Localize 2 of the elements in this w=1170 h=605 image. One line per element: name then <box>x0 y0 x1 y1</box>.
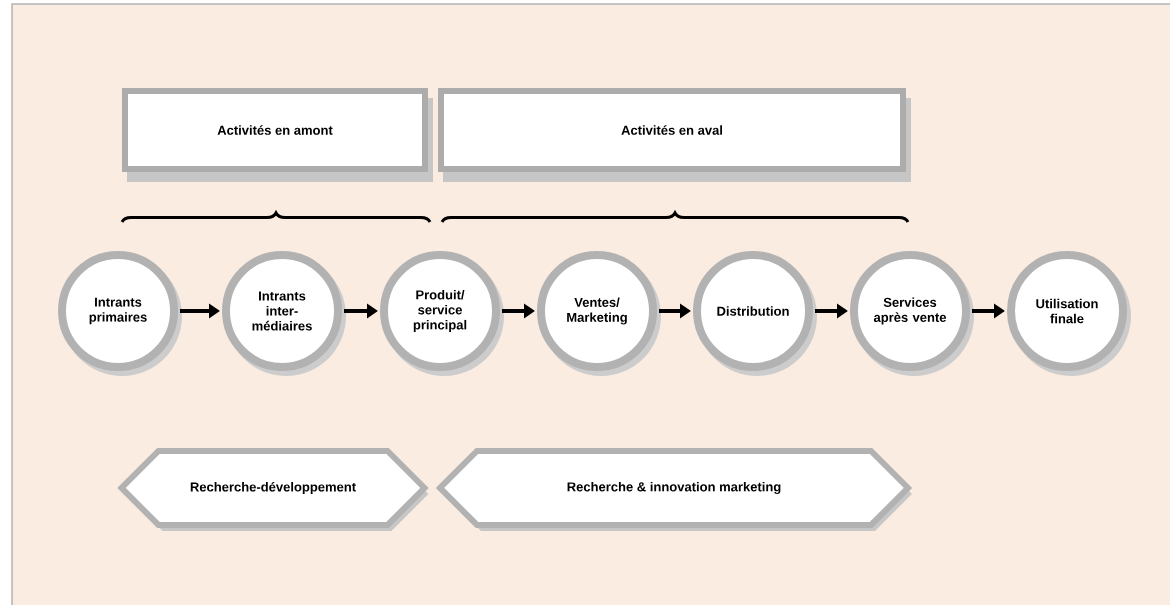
activity-box: Activités en aval <box>438 88 911 182</box>
activity-box: Activités en amont <box>122 88 433 182</box>
